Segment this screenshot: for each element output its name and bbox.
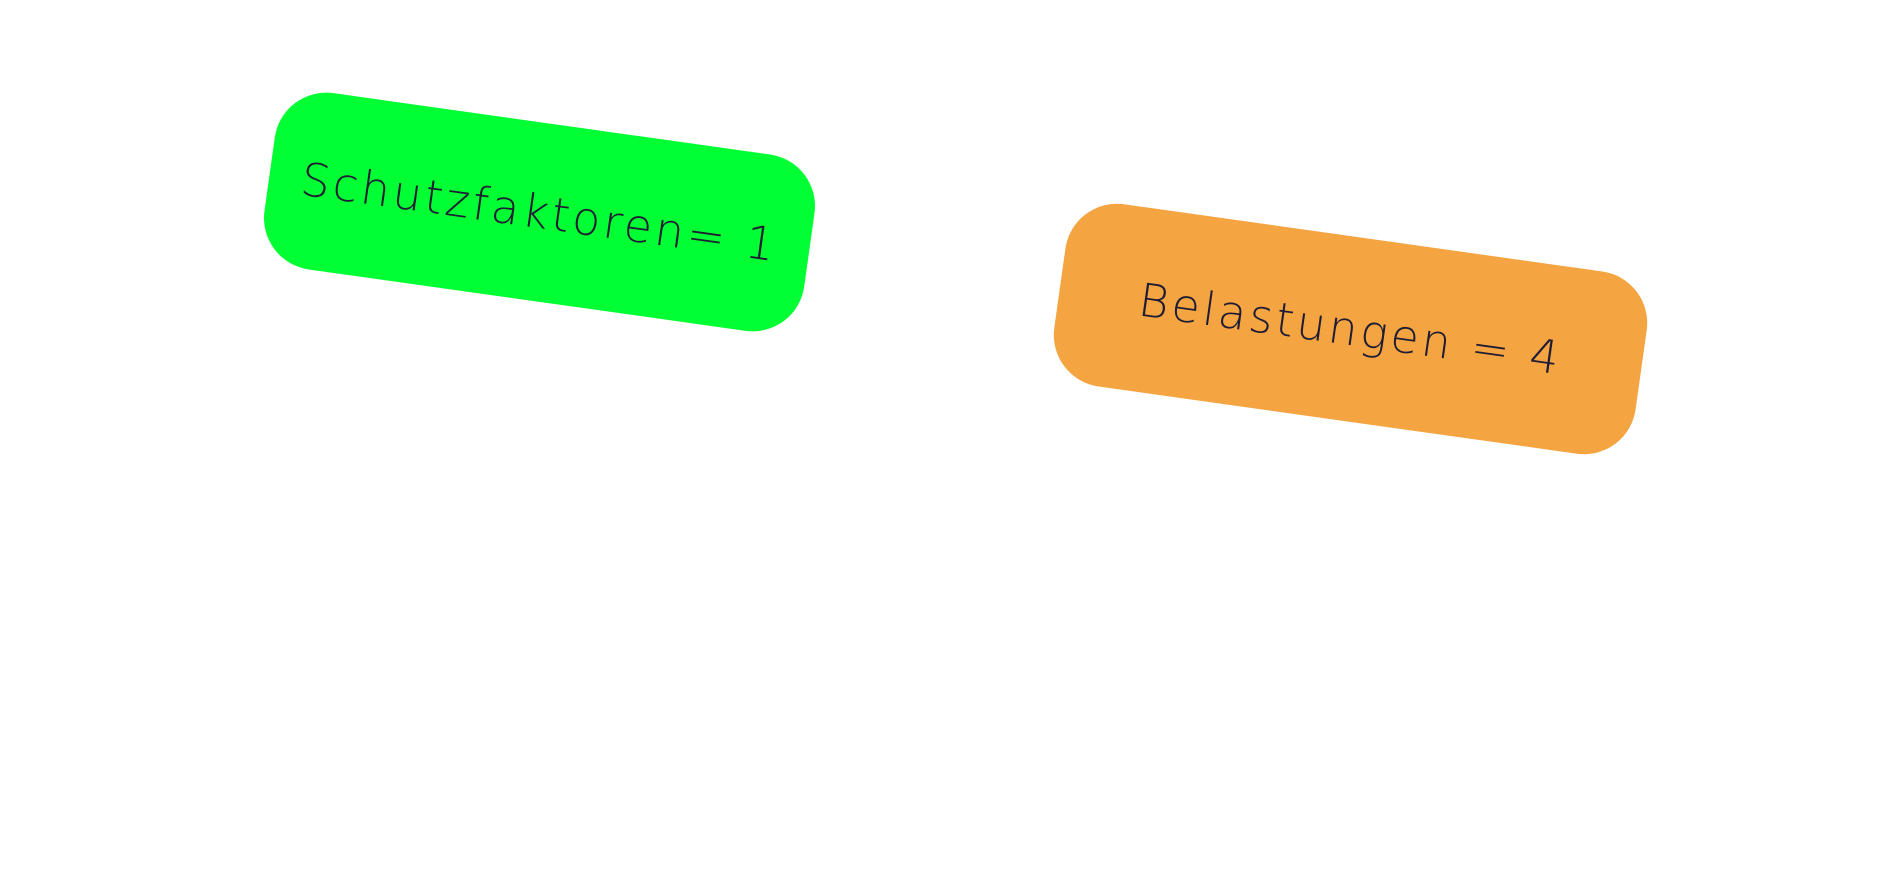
protective-factors-label: Schutzfaktoren= 1 [297,151,782,273]
burdens-label: Belastungen = 4 [1135,272,1566,386]
protective-factors-tile[interactable]: Schutzfaktoren= 1 [257,85,822,339]
burdens-tile[interactable]: Belastungen = 4 [1047,197,1654,461]
